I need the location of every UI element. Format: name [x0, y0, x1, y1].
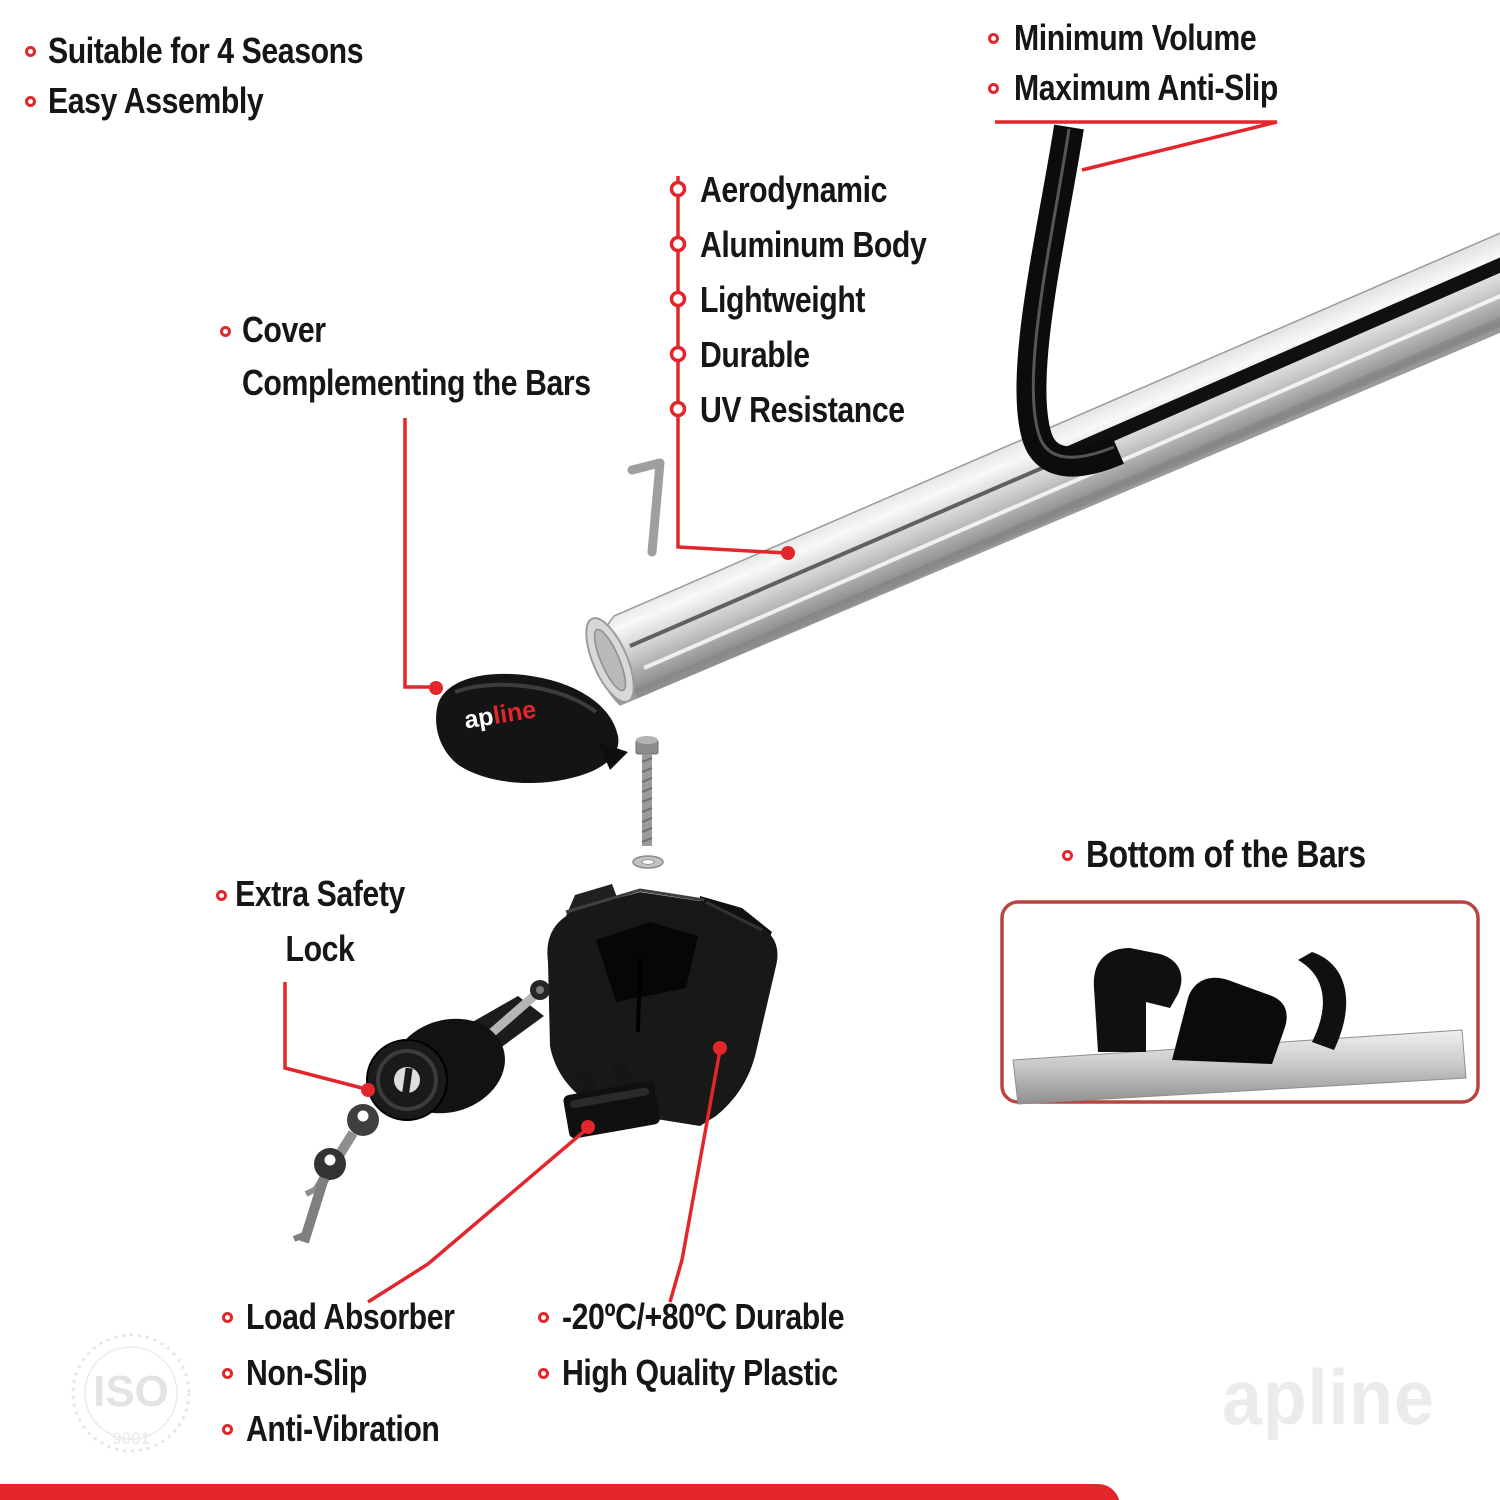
callout-high-quality-plastic: High Quality Plastic — [562, 1352, 838, 1393]
callout-temperature-durable: -20ºC/+80ºC Durable — [562, 1296, 845, 1337]
iso-watermark-text: ISO — [93, 1367, 169, 1416]
rubber-strip-rib — [1031, 128, 1115, 459]
feature-bullet-icon — [669, 400, 687, 418]
anchor-dot-bracket — [581, 1120, 595, 1134]
bottom-view-clamp-wedge — [1172, 977, 1287, 1064]
bottom-view-clamp-hook — [1093, 948, 1182, 1052]
bar-shadow — [634, 317, 1500, 699]
anchor-dot-cover — [429, 681, 443, 695]
leader-durable — [668, 1049, 722, 1303]
feature-bullet-icon — [669, 345, 687, 363]
anchor-dot-foot — [713, 1041, 727, 1055]
washer — [632, 855, 664, 869]
bullet-icon — [216, 890, 227, 901]
keys — [292, 1104, 379, 1244]
callout-anti-slip: Maximum Anti-Slip — [1014, 67, 1278, 108]
bullet-icon — [538, 1312, 549, 1323]
feature-lightweight: Lightweight — [700, 279, 866, 320]
callout-load-absorber: Load Absorber — [246, 1296, 455, 1337]
callout-non-slip: Non-Slip — [246, 1352, 367, 1393]
bullet-icon — [25, 96, 36, 107]
iso-watermark: ISO 9001 — [71, 1333, 191, 1453]
feature-bullet-icon — [669, 180, 687, 198]
callout-anti-vibration: Anti-Vibration — [246, 1408, 440, 1449]
bullet-icon — [222, 1368, 233, 1379]
callout-safety-lock: Extra Safety Lock — [228, 876, 413, 967]
leader-cover — [403, 418, 430, 689]
feature-bullet-icon — [669, 235, 687, 253]
callout-seasons: Suitable for 4 Seasons — [48, 30, 364, 71]
end-cap-cover: apline — [436, 673, 628, 784]
feature-uv-resistance: UV Resistance — [700, 389, 905, 430]
lock-cylinder — [366, 980, 550, 1121]
bottom-view-box — [1000, 900, 1480, 1105]
bullet-icon — [220, 326, 231, 337]
bolt — [635, 736, 659, 846]
roof-bar-assembly: apline — [292, 124, 1500, 1244]
bar-highlight — [643, 293, 1500, 670]
callout-safety-lock-line1: Extra Safety — [235, 873, 405, 914]
bullet-icon — [988, 33, 999, 44]
leader-anti-slip — [995, 120, 1278, 172]
callout-cover-line2: Complementing the Bars — [242, 362, 591, 403]
bottom-view-strap — [1298, 952, 1347, 1050]
footer-accent-bar — [0, 1484, 1120, 1500]
leader-safety-lock — [283, 982, 363, 1090]
bottom-view-bar — [1012, 1029, 1467, 1105]
rubber-strip-in-channel — [1041, 257, 1500, 471]
feature-aerodynamic: Aerodynamic — [700, 169, 887, 210]
callout-minimum-volume: Minimum Volume — [1014, 17, 1257, 58]
foot-clamp — [547, 884, 778, 1126]
brand-watermark: apline — [1222, 1353, 1435, 1441]
logo-prefix: ap — [462, 702, 495, 734]
bullet-icon — [222, 1312, 233, 1323]
leader-markers — [361, 180, 795, 1134]
bar-channel — [629, 460, 1057, 648]
feature-bullet-icon — [669, 290, 687, 308]
allen-key — [627, 458, 665, 557]
anchor-dot-lock — [361, 1083, 375, 1097]
callout-safety-lock-line2: Lock — [285, 928, 355, 969]
bullet-icon — [988, 83, 999, 94]
callout-easy-assembly: Easy Assembly — [48, 80, 264, 121]
logo-suffix: line — [491, 695, 538, 729]
feature-aluminum-body: Aluminum Body — [700, 224, 927, 265]
leader-load-absorber — [367, 1126, 590, 1304]
end-cap-logo: apline — [462, 695, 538, 734]
bullet-icon — [25, 46, 36, 57]
callout-bottom-of-bars: Bottom of the Bars — [1086, 834, 1366, 876]
anchor-dot-bar — [781, 546, 795, 560]
iso-watermark-number: 9001 — [112, 1429, 150, 1448]
feature-durable: Durable — [700, 334, 810, 375]
bullet-icon — [538, 1368, 549, 1379]
bullet-icon — [222, 1424, 233, 1435]
callout-cover-line1: Cover — [242, 309, 326, 350]
bar-end-face — [585, 617, 635, 703]
bullet-icon — [1062, 850, 1073, 861]
